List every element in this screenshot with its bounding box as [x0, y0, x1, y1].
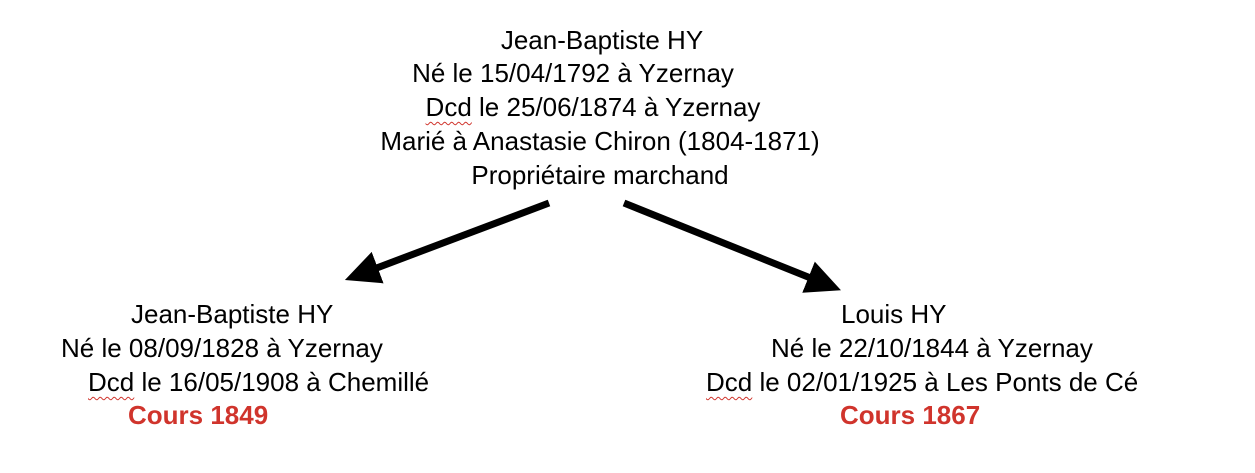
- child-birth: Né le 22/10/1844 à Yzernay: [771, 333, 1093, 363]
- death-rest: le 25/06/1874 à Yzernay: [471, 92, 761, 122]
- child-death: Dcd le 02/01/1925 à Les Ponts de Cé: [706, 366, 1138, 399]
- death-abbr: Dcd: [88, 367, 135, 397]
- parent-occupation: Propriétaire marchand: [471, 160, 729, 190]
- parent-birth: Né le 15/04/1792 à Yzernay: [412, 58, 734, 88]
- parent-marriage: Marié à Anastasie Chiron (1804-1871): [380, 126, 820, 156]
- child-note: Cours 1867: [840, 400, 981, 430]
- arrow-to-child-2: [622, 199, 841, 293]
- child-note: Cours 1849: [128, 400, 269, 430]
- child-birth: Né le 08/09/1828 à Yzernay: [61, 333, 383, 363]
- child-name: Louis HY: [841, 299, 947, 329]
- arrow-to-child-1: [344, 199, 551, 284]
- parent-death: Dcd le 25/06/1874 à Yzernay: [426, 91, 761, 124]
- parent-name: Jean-Baptiste HY: [500, 25, 704, 55]
- death-abbr: Dcd: [706, 367, 753, 397]
- death-rest: le 16/05/1908 à Chemillé: [134, 367, 430, 397]
- child-death: Dcd le 16/05/1908 à Chemillé: [88, 366, 429, 399]
- death-abbr: Dcd: [425, 92, 472, 122]
- child-name: Jean-Baptiste HY: [131, 299, 334, 329]
- death-rest: le 02/01/1925 à Les Ponts de Cé: [752, 367, 1139, 397]
